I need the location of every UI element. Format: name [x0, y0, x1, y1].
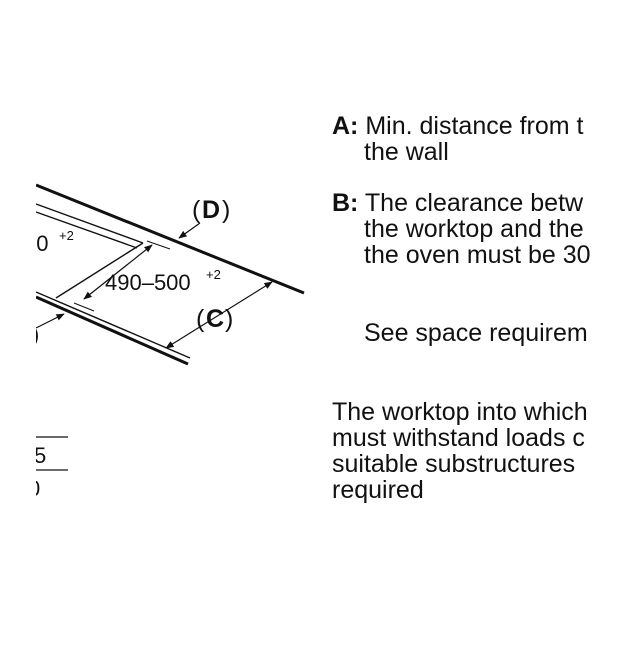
- label-d: D: [202, 196, 220, 224]
- label-d-close: ): [222, 196, 230, 224]
- note-a-line2: the wall: [364, 138, 449, 166]
- note-a-key: A:: [332, 112, 359, 140]
- extension-line: [73, 302, 95, 312]
- worktop-edge-line: [35, 183, 305, 295]
- note-a-line1: Min. distance from t: [365, 112, 584, 140]
- dimension-line-c: [165, 281, 273, 349]
- notes-column: A: Min. distance from t the wall B: The …: [332, 110, 592, 530]
- dimension-arrow: [35, 313, 65, 329]
- cutout-edge-line: [35, 211, 138, 249]
- note-b-line1: The clearance betw: [364, 189, 584, 217]
- leader-line-d: [178, 222, 201, 239]
- label-c-open: (: [196, 305, 205, 333]
- dimension-partial-tolerance: +2: [59, 228, 74, 243]
- dimension-line: [83, 244, 153, 300]
- table-value: 5: [34, 443, 46, 468]
- dimension-depth-label: 490–500: [105, 270, 191, 295]
- space-requirements-note: See space requirem: [364, 319, 588, 347]
- note-a: A: Min. distance from t: [332, 113, 583, 139]
- worktop-front-line: [35, 295, 189, 366]
- worktop-note-line1: The worktop into which: [332, 398, 588, 426]
- note-b-line2: the worktop and the: [364, 215, 584, 243]
- cutout-bottom-line: [35, 291, 191, 359]
- extension-line: [146, 240, 171, 250]
- worktop-note-line4: required: [332, 476, 424, 504]
- cutout-edge-line: [35, 203, 144, 244]
- label-d-open: (: [192, 196, 201, 224]
- label-c-close: ): [225, 305, 233, 333]
- note-b: B: The clearance betw: [332, 190, 583, 216]
- note-b-key: B:: [332, 189, 359, 217]
- dimension-depth-tolerance: +2: [206, 267, 221, 282]
- worktop-note-line2: must withstand loads c: [332, 424, 585, 452]
- worktop-note-line3: suitable substructures: [332, 450, 576, 478]
- label-c: C: [206, 305, 224, 333]
- note-b-line3: the oven must be 30: [364, 241, 591, 269]
